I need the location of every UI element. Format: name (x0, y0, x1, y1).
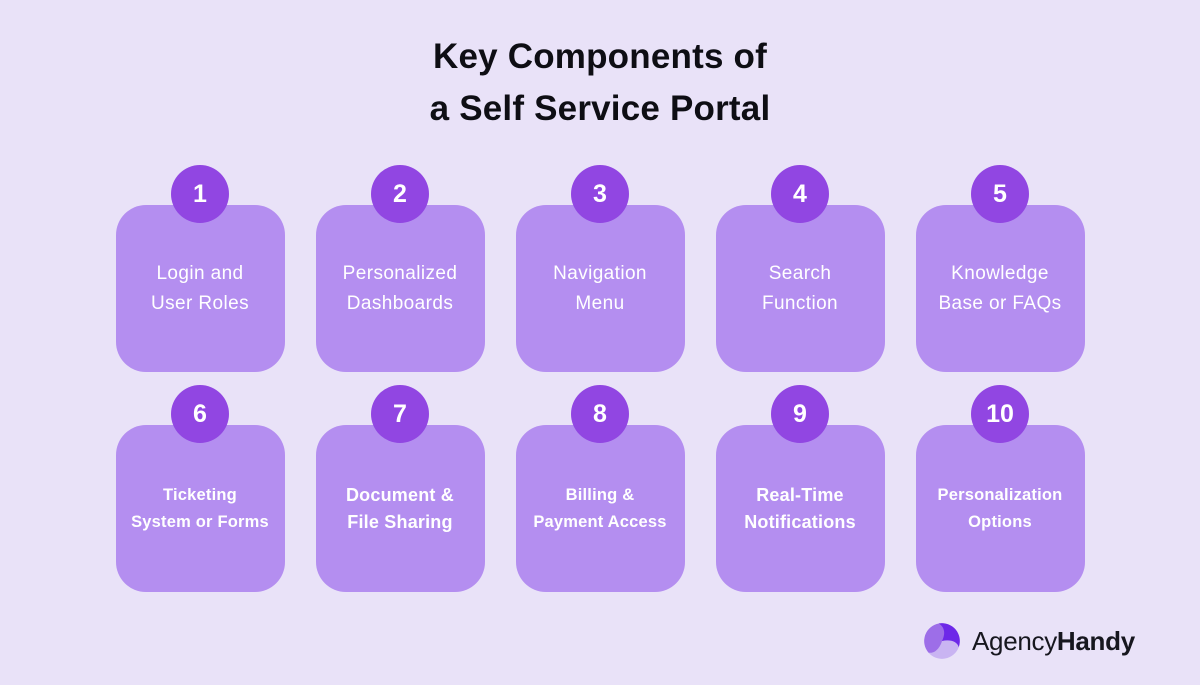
component-label: Knowledge Base or FAQs (938, 259, 1061, 319)
step-number-badge-6: 6 (171, 385, 229, 443)
page-title: Key Components of a Self Service Portal (0, 31, 1200, 135)
step-number: 2 (393, 179, 407, 208)
brand-name-regular: Agency (972, 625, 1057, 656)
component-label-line1: Real-Time (756, 484, 844, 505)
component-card-body: Ticketing System or Forms (115, 425, 285, 592)
component-label-line1: Login and (156, 262, 244, 284)
component-card-body: Real-Time Notifications (715, 425, 885, 592)
component-card-10: 10 Personalization Options (915, 385, 1085, 592)
component-card-2: 2 Personalized Dashboards (315, 165, 485, 372)
step-number: 10 (986, 399, 1014, 428)
component-label: Document & File Sharing (346, 482, 454, 536)
component-label-line1: Personalized (342, 262, 458, 284)
component-label: Search Function (762, 259, 838, 319)
step-number-badge-10: 10 (971, 385, 1029, 443)
step-number-badge-1: 1 (171, 165, 229, 223)
component-card-body: Document & File Sharing (315, 425, 485, 592)
step-number: 9 (793, 399, 807, 428)
component-card-body: Personalization Options (915, 425, 1085, 592)
title-line-2: a Self Service Portal (429, 89, 771, 128)
component-label-line2: User Roles (151, 292, 249, 314)
component-label-line2: System or Forms (131, 512, 269, 531)
component-card-body: Knowledge Base or FAQs (915, 205, 1085, 372)
step-number: 4 (793, 179, 807, 208)
component-card-body: Search Function (715, 205, 885, 372)
brand-name: AgencyHandy (972, 626, 1135, 657)
components-row-2: 6 Ticketing System or Forms 7 Document &… (0, 385, 1200, 592)
component-label-line1: Search (768, 262, 832, 284)
component-label-line2: Base or FAQs (938, 292, 1062, 314)
component-card-4: 4 Search Function (715, 165, 885, 372)
component-label: Personalization Options (938, 482, 1063, 536)
component-label: Login and User Roles (151, 259, 249, 319)
component-label: Ticketing System or Forms (131, 482, 269, 536)
component-label-line1: Billing & (565, 485, 635, 504)
component-label-line2: Menu (575, 292, 625, 314)
component-label-line1: Navigation (553, 262, 647, 284)
step-number-badge-7: 7 (371, 385, 429, 443)
component-label-line2: Payment Access (533, 512, 667, 531)
step-number-badge-5: 5 (971, 165, 1029, 223)
step-number-badge-4: 4 (771, 165, 829, 223)
component-label: Navigation Menu (553, 259, 647, 319)
components-row-1: 1 Login and User Roles 2 Personalized Da… (0, 165, 1200, 372)
component-card-body: Personalized Dashboards (315, 205, 485, 372)
step-number: 6 (193, 399, 207, 428)
component-card-body: Billing & Payment Access (515, 425, 685, 592)
step-number: 8 (593, 399, 607, 428)
component-label-line1: Knowledge (951, 262, 1049, 284)
step-number: 7 (393, 399, 407, 428)
component-card-1: 1 Login and User Roles (115, 165, 285, 372)
agency-handy-swirl-icon (924, 623, 960, 659)
component-label: Real-Time Notifications (744, 482, 856, 536)
component-card-9: 9 Real-Time Notifications (715, 385, 885, 592)
brand-logo: AgencyHandy (921, 620, 1135, 662)
component-card-body: Login and User Roles (115, 205, 285, 372)
component-label: Personalized Dashboards (343, 259, 458, 319)
component-card-6: 6 Ticketing System or Forms (115, 385, 285, 592)
component-label-line2: Notifications (744, 511, 856, 532)
step-number-badge-2: 2 (371, 165, 429, 223)
component-label-line1: Ticketing (163, 485, 237, 504)
step-number: 1 (193, 179, 207, 208)
component-label-line2: File Sharing (347, 511, 453, 532)
component-label-line1: Personalization (937, 485, 1063, 504)
step-number: 3 (593, 179, 607, 208)
component-card-5: 5 Knowledge Base or FAQs (915, 165, 1085, 372)
component-card-body: Navigation Menu (515, 205, 685, 372)
component-label: Billing & Payment Access (533, 482, 666, 536)
brand-name-bold: Handy (1056, 625, 1135, 656)
component-card-7: 7 Document & File Sharing (315, 385, 485, 592)
component-card-3: 3 Navigation Menu (515, 165, 685, 372)
step-number-badge-8: 8 (571, 385, 629, 443)
step-number: 5 (993, 179, 1007, 208)
component-label-line2: Dashboards (346, 292, 454, 314)
title-line-1: Key Components of (433, 37, 767, 76)
component-label-line1: Document & (345, 484, 454, 505)
step-number-badge-9: 9 (771, 385, 829, 443)
step-number-badge-3: 3 (571, 165, 629, 223)
component-card-8: 8 Billing & Payment Access (515, 385, 685, 592)
component-label-line2: Options (968, 512, 1032, 531)
component-label-line2: Function (761, 292, 839, 314)
